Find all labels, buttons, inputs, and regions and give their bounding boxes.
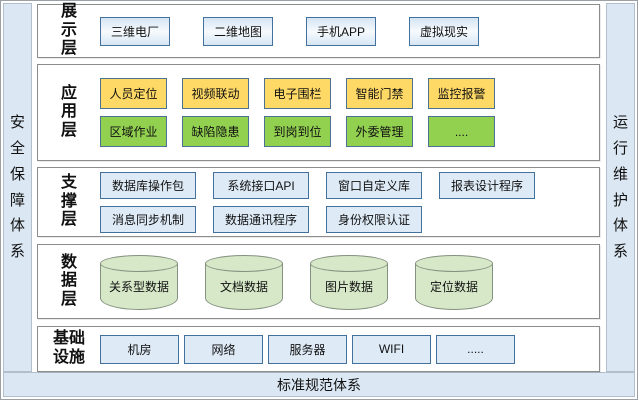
- application-box: 到岗到位: [264, 116, 331, 147]
- cylinder-label: 关系型数据: [108, 279, 169, 294]
- layer-row: 消息同步机制数据通讯程序身份权限认证: [100, 205, 599, 233]
- left-pillar-label: 安全保障体系: [9, 114, 25, 261]
- infrastructure-box: WIFI: [352, 334, 431, 364]
- right-pillar-label: 运行维护体系: [612, 114, 628, 261]
- cylinder-label: 图片数据: [324, 279, 373, 294]
- layer-label-presentation: 展示层: [60, 3, 77, 58]
- layer-label-application: 应用层: [60, 84, 77, 139]
- infrastructure-box: .....: [436, 334, 515, 364]
- application-box: 监控报警: [428, 78, 495, 109]
- layer-band-support: 支撑层 数据库操作包系统接口API 窗口自定义库报表设计程序消息同步机制数据通讯程…: [37, 167, 600, 237]
- layer-content-support: 数据库操作包系统接口API 窗口自定义库报表设计程序消息同步机制数据通讯程序身份权…: [100, 168, 599, 236]
- layer-content-presentation: 三维电厂 二维地图 手机APP 虚拟现实: [100, 5, 599, 57]
- infrastructure-box: 网络: [184, 334, 263, 364]
- cylinder-top-ellipse: [310, 254, 388, 272]
- infrastructure-box: 机房: [100, 334, 179, 364]
- data-cylinder: 文档数据: [205, 254, 283, 310]
- cylinder-top-ellipse: [415, 254, 493, 272]
- left-pillar-security-assurance: 安全保障体系: [3, 3, 32, 372]
- layer-band-application: 应用层 人员定位视频联动电子围栏智能门禁监控报警区域作业缺陷隐患到岗到位外委管理…: [37, 64, 600, 161]
- application-box: 人员定位: [100, 78, 167, 109]
- layer-row: 三维电厂 二维地图 手机APP 虚拟现实: [100, 16, 599, 46]
- application-box: 外委管理: [346, 116, 413, 147]
- data-cylinder: 图片数据: [310, 254, 388, 310]
- layer-content-application: 人员定位视频联动电子围栏智能门禁监控报警区域作业缺陷隐患到岗到位外委管理....: [100, 65, 599, 160]
- support-box: 窗口自定义库: [326, 171, 422, 199]
- cylinder-label: 定位数据: [429, 279, 478, 294]
- support-box: 数据库操作包: [100, 171, 196, 199]
- layer-label-data: 数据层: [60, 253, 77, 308]
- presentation-box: 手机APP: [306, 16, 376, 46]
- support-box: 报表设计程序: [439, 171, 535, 199]
- support-box: 身份权限认证: [326, 205, 422, 233]
- data-cylinder: 关系型数据: [100, 254, 178, 310]
- layer-band-data: 数据层 关系型数据 文档数据 图片数据 定位数据: [37, 244, 600, 319]
- data-cylinder: 定位数据: [415, 254, 493, 310]
- layer-label-infrastructure: 基础设施: [52, 330, 85, 366]
- layer-band-presentation: 展示层 三维电厂 二维地图 手机APP 虚拟现实: [37, 3, 600, 58]
- application-box: 电子围栏: [264, 78, 331, 109]
- support-box: 数据通讯程序: [213, 205, 309, 233]
- bottom-pillar-label: 标准规范体系: [277, 376, 361, 393]
- application-box: 智能门禁: [346, 78, 413, 109]
- cylinder-top-ellipse: [205, 254, 283, 272]
- application-box: 区域作业: [100, 116, 167, 147]
- cylinder-label: 文档数据: [219, 279, 268, 294]
- infrastructure-box: 服务器: [268, 334, 347, 364]
- application-box: ....: [428, 116, 495, 147]
- application-box: 缺陷隐患: [182, 116, 249, 147]
- layer-content-data: 关系型数据 文档数据 图片数据 定位数据: [100, 245, 599, 318]
- layer-label-support: 支撑层: [60, 174, 77, 229]
- presentation-box: 三维电厂: [100, 16, 170, 46]
- right-pillar-operation-maintenance: 运行维护体系: [606, 3, 635, 372]
- support-box: 系统接口API: [213, 171, 309, 199]
- support-box: 消息同步机制: [100, 205, 196, 233]
- presentation-box: 二维地图: [203, 16, 273, 46]
- layer-row: 人员定位视频联动电子围栏智能门禁监控报警: [100, 78, 599, 109]
- bottom-pillar-standards: 标准规范体系: [3, 372, 635, 397]
- layer-row: 关系型数据 文档数据 图片数据 定位数据: [100, 254, 599, 310]
- cylinder-top-ellipse: [100, 254, 178, 272]
- application-box: 视频联动: [182, 78, 249, 109]
- layer-row: 数据库操作包系统接口API 窗口自定义库报表设计程序: [100, 171, 599, 199]
- presentation-box: 虚拟现实: [409, 16, 479, 46]
- layer-row: 区域作业缺陷隐患到岗到位外委管理....: [100, 116, 599, 147]
